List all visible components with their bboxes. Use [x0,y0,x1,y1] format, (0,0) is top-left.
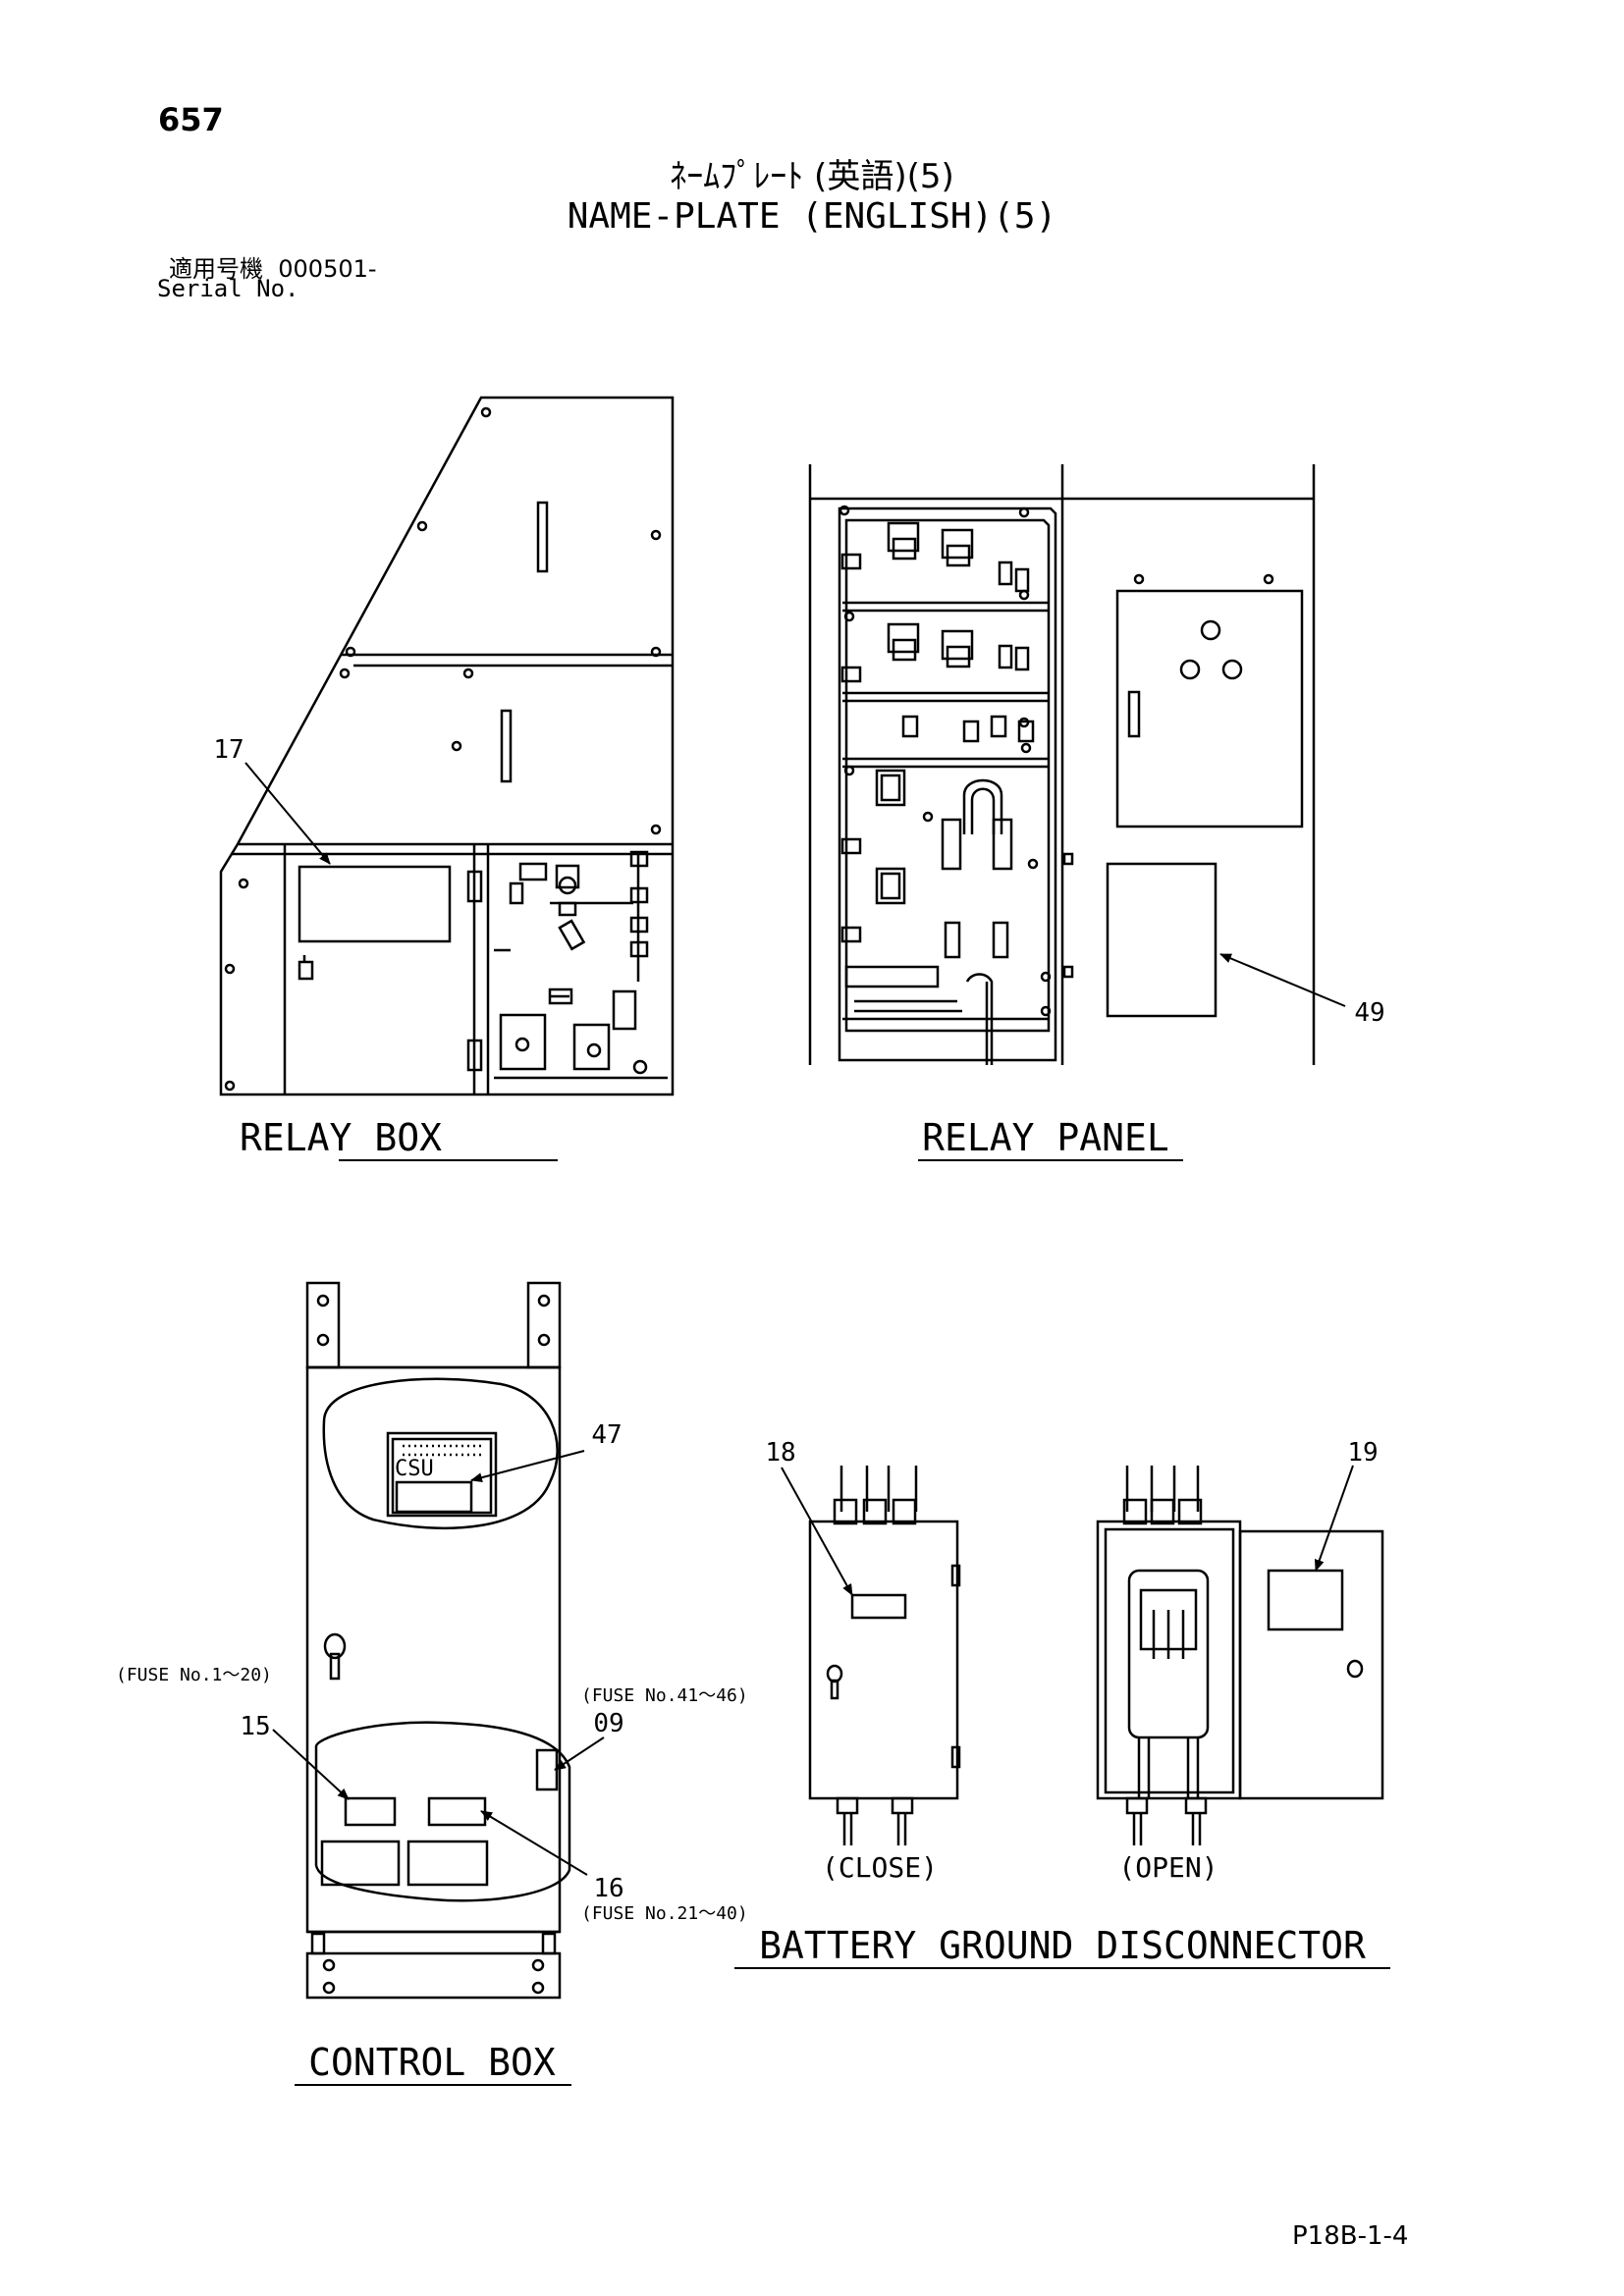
csu-label: CSU [395,1457,434,1481]
relay-box-title: RELAY BOX [240,1116,442,1159]
page-number: 657 [158,101,224,138]
control-box-title: CONTROL BOX [308,2041,556,2084]
page-title-japanese: ﾈｰﾑﾌﾟﾚｰﾄ (英語)(5) [670,157,954,196]
fuse-range-21-40: (FUSE No.21～40) [581,1903,748,1924]
serial-label-japanese: 適用号機 [169,255,263,283]
callout-19: 19 [1347,1438,1378,1468]
callout-16: 16 [593,1874,623,1903]
callout-09: 09 [593,1709,623,1738]
relay-box-drawing [219,396,675,1096]
relay-panel-title: RELAY PANEL [922,1116,1169,1159]
relay-panel-drawing [808,464,1316,1065]
page-code: P18B-1-4 [1292,2221,1409,2251]
callout-leaders [244,762,1354,1876]
callout-15: 15 [240,1712,270,1741]
control-box-drawing [305,1281,571,2000]
callout-17: 17 [213,735,244,765]
battery-disconnector-drawing [808,1466,1384,1845]
callout-47: 47 [591,1420,622,1450]
close-state-label: (CLOSE) [822,1851,938,1884]
fuse-range-41-46: (FUSE No.41～46) [581,1685,748,1706]
serial-range: 適用号機 000501- [169,249,377,284]
callout-49: 49 [1354,998,1384,1028]
battery-disconnector-title: BATTERY GROUND DISCONNECTOR [759,1924,1366,1967]
serial-value: 000501- [278,255,377,283]
page-title-english: NAME-PLATE (ENGLISH)(5) [567,196,1057,237]
serial-label-english: Serial No. [157,275,299,302]
open-state-label: (OPEN) [1118,1851,1218,1884]
fuse-range-1-20: (FUSE No.1～20) [116,1665,272,1685]
callout-18: 18 [765,1438,795,1468]
